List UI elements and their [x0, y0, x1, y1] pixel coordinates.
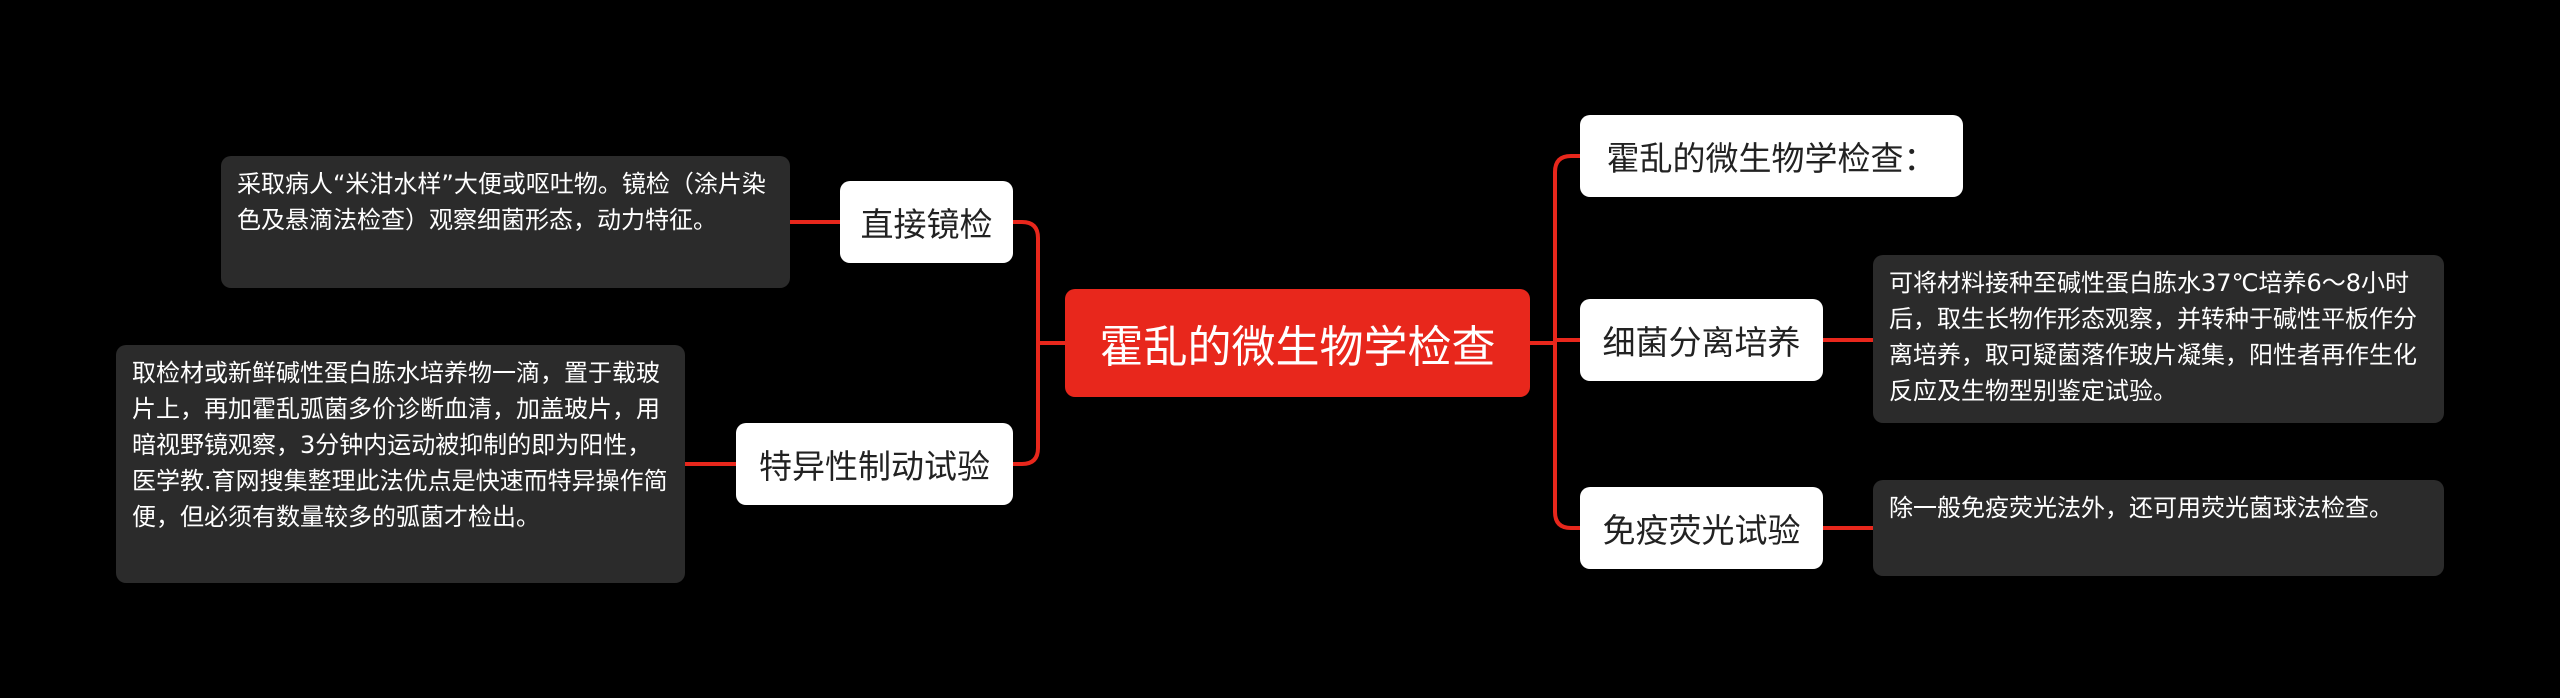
root-topic-label: 霍乱的微生物学检查 [1099, 322, 1496, 373]
branch-direct-microscopy[interactable]: 直接镜检 [840, 181, 1013, 263]
note-immunofluorescence-text: 除一般免疫荧光法外，还可用荧光菌球法检查。 [1889, 494, 2393, 522]
connector-to-immunofluorescence [1553, 341, 1582, 530]
connector-to-heading [1553, 154, 1582, 345]
note-culture-text: 可将材料接种至碱性蛋白胨水37℃培养6～8小时后，取生长物作形态观察，并转种于碱… [1889, 269, 2417, 405]
connector-to-immobilization-test [1011, 341, 1040, 466]
branch-immobilization-test[interactable]: 特异性制动试验 [736, 423, 1013, 505]
branch-direct-microscopy-label: 直接镜检 [860, 205, 993, 244]
note-immobilization-test-text: 取检材或新鲜碱性蛋白胨水培养物一滴，置于载玻片上，再加霍乱弧菌多价诊断血清，加盖… [132, 359, 668, 531]
note-immunofluorescence[interactable]: 除一般免疫荧光法外，还可用荧光菌球法检查。 [1873, 480, 2444, 576]
branch-immunofluorescence[interactable]: 免疫荧光试验 [1580, 487, 1823, 569]
note-direct-microscopy-text: 采取病人“米泔水样”大便或呕吐物。镜检（涂片染色及悬滴法检查）观察细菌形态，动力… [237, 170, 766, 234]
root-topic[interactable]: 霍乱的微生物学检查 [1065, 289, 1530, 397]
note-direct-microscopy[interactable]: 采取病人“米泔水样”大便或呕吐物。镜检（涂片染色及悬滴法检查）观察细菌形态，动力… [221, 156, 790, 288]
note-immobilization-test[interactable]: 取检材或新鲜碱性蛋白胨水培养物一滴，置于载玻片上，再加霍乱弧菌多价诊断血清，加盖… [116, 345, 685, 583]
branch-heading-label: 霍乱的微生物学检查： [1606, 139, 1937, 178]
connector-to-direct-microscopy [1011, 220, 1040, 345]
branch-culture-label: 细菌分离培养 [1602, 323, 1801, 362]
branch-culture[interactable]: 细菌分离培养 [1580, 299, 1823, 381]
branch-immunofluorescence-label: 免疫荧光试验 [1602, 511, 1801, 550]
branch-immobilization-test-label: 特异性制动试验 [759, 447, 990, 486]
branch-heading[interactable]: 霍乱的微生物学检查： [1580, 115, 1963, 197]
note-culture[interactable]: 可将材料接种至碱性蛋白胨水37℃培养6～8小时后，取生长物作形态观察，并转种于碱… [1873, 255, 2444, 423]
